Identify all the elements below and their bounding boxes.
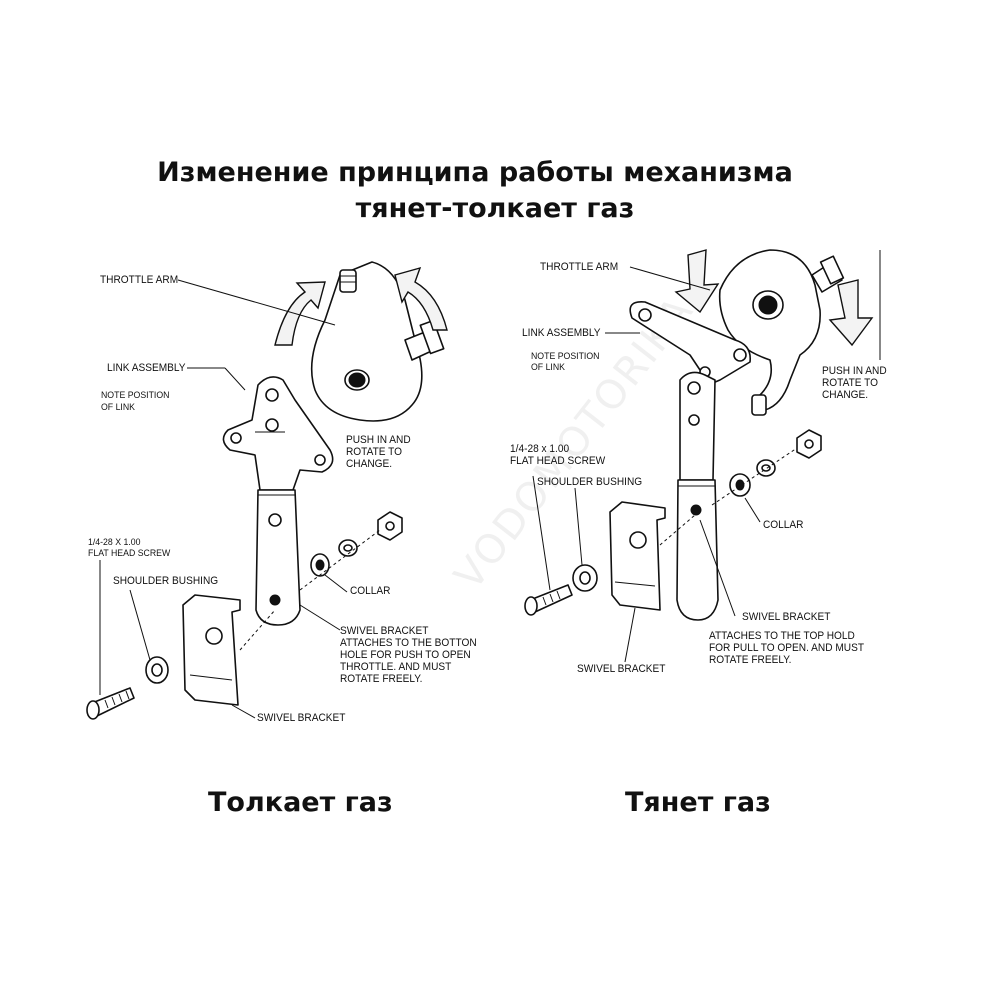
right-label-screw-2: FLAT HEAD SCREW — [510, 455, 606, 467]
right-label-collar: COLLAR — [763, 519, 804, 531]
left-label-collar: COLLAR — [350, 585, 391, 597]
right-swivel-link — [676, 479, 719, 621]
left-label-push-3: CHANGE. — [346, 458, 393, 470]
left-label-note-2: OF LINK — [101, 402, 135, 413]
right-label-swivel-2: ATTACHES TO THE TOP HOLD — [709, 630, 855, 642]
left-mechanism-drawing — [86, 261, 448, 720]
right-rotate-arrow-2 — [828, 279, 874, 347]
right-vertical-link — [679, 371, 716, 481]
right-label-screw-1: 1/4-28 x 1.00 — [510, 443, 570, 455]
left-label-swivel-bracket: SWIVEL BRACKET — [257, 712, 346, 724]
right-label-throttle-arm: THROTTLE ARM — [540, 261, 619, 273]
title-line-2: тянет-толкает газ — [355, 193, 635, 224]
right-label-note-2: OF LINK — [531, 362, 565, 373]
left-swivel-bracket — [182, 594, 241, 706]
left-label-swivel-4: THROTTLE. AND MUST — [340, 661, 452, 673]
left-top-stud — [339, 269, 357, 293]
left-label-link-assembly: LINK ASSEMBLY — [107, 362, 186, 374]
right-swivel-bracket — [609, 501, 666, 611]
left-rotate-arrow-2 — [394, 266, 448, 331]
right-label-shoulder-bushing: SHOULDER BUSHING — [537, 476, 643, 488]
left-label-swivel-3: HOLE FOR PUSH TO OPEN — [340, 649, 471, 661]
right-throttle-arm — [718, 249, 821, 411]
right-label-push-2: ROTATE TO — [822, 377, 879, 389]
left-label-swivel-1: SWIVEL BRACKET — [340, 625, 429, 637]
left-label-throttle-arm: THROTTLE ARM — [100, 274, 179, 286]
left-label-push-2: ROTATE TO — [346, 446, 403, 458]
right-link-assembly — [629, 301, 752, 386]
right-label-push-3: CHANGE. — [822, 389, 869, 401]
left-label-screw-1: 1/4-28 X 1.00 — [88, 537, 141, 548]
right-mechanism-drawing — [524, 249, 881, 663]
right-label-swivel-3: FOR PULL TO OPEN. AND MUST — [709, 642, 865, 654]
left-link-assembly — [222, 376, 334, 491]
right-label-swivel-4: ROTATE FREELY. — [709, 654, 792, 666]
right-label-link-assembly: LINK ASSEMBLY — [522, 327, 601, 339]
left-swivel-link — [255, 489, 301, 626]
left-label-push-1: PUSH IN AND — [346, 434, 411, 446]
caption-push: Толкает газ — [208, 787, 393, 818]
right-label-push-1: PUSH IN AND — [822, 365, 887, 377]
right-label-swivel-1: SWIVEL BRACKET — [742, 611, 831, 623]
left-label-screw-2: FLAT HEAD SCREW — [88, 548, 171, 559]
left-label-swivel-5: ROTATE FREELY. — [340, 673, 423, 685]
left-label-swivel-2: ATTACHES TO THE BOTTON — [340, 637, 477, 649]
left-rotate-arrow-1 — [274, 281, 326, 346]
title-line-1: Изменение принципа работы механизма — [157, 157, 793, 188]
right-bottom-stud — [751, 394, 767, 416]
left-label-shoulder-bushing: SHOULDER BUSHING — [113, 575, 219, 587]
right-label-swivel-bracket: SWIVEL BRACKET — [577, 663, 666, 675]
caption-pull: Тянет газ — [625, 787, 771, 818]
left-label-note-1: NOTE POSITION — [101, 390, 170, 401]
right-label-note-1: NOTE POSITION — [531, 351, 600, 362]
right-rotate-arrow-1 — [674, 249, 720, 314]
